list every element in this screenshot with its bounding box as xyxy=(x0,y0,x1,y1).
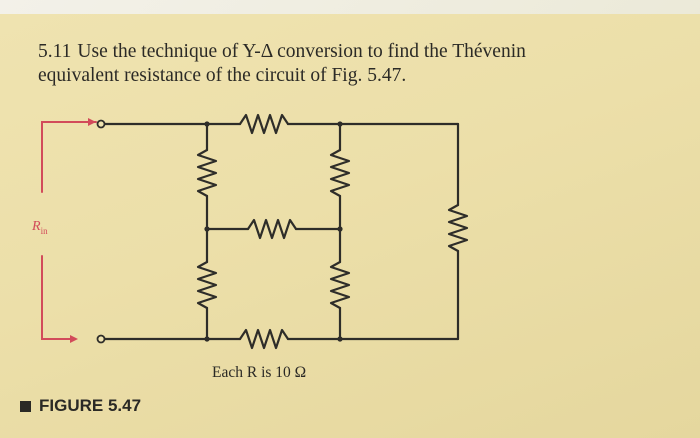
rin-arrow-top xyxy=(88,118,96,126)
problem-text-line1: Use the technique of Y-Δ conversion to f… xyxy=(77,41,526,62)
terminal-top xyxy=(96,119,106,129)
rin-subscript: in xyxy=(40,225,48,236)
terminal-bottom xyxy=(96,334,106,344)
rin-symbol: R xyxy=(32,219,41,234)
junction-dot xyxy=(204,336,210,342)
junction-dot xyxy=(204,226,210,232)
resistor-left-lower xyxy=(196,260,218,310)
problem-text-line2: equivalent resistance of the circuit of … xyxy=(38,65,407,86)
resistor-left-upper xyxy=(196,148,218,198)
resistor-middle xyxy=(246,218,298,240)
square-bullet-icon xyxy=(20,400,31,412)
problem-number: 5.11 xyxy=(38,41,72,62)
rin-arrow-bottom xyxy=(70,335,78,343)
figure-label: FIGURE 5.47 xyxy=(20,396,141,416)
resistor-right-upper xyxy=(329,148,351,198)
resistor-bottom xyxy=(238,328,290,350)
junction-dot xyxy=(337,121,343,127)
junction-dot xyxy=(204,121,210,127)
junction-dot xyxy=(337,336,343,342)
textbook-panel xyxy=(0,14,700,438)
resistor-outer xyxy=(447,203,469,253)
resistor-top xyxy=(238,113,290,135)
circuit-caption: Each R is 10 Ω xyxy=(212,364,307,381)
rin-bracket xyxy=(41,121,97,340)
junction-dot xyxy=(337,226,343,232)
resistor-right-lower xyxy=(329,260,351,310)
figure-label-text: FIGURE 5.47 xyxy=(39,396,142,415)
rin-label: Rin xyxy=(32,219,48,236)
